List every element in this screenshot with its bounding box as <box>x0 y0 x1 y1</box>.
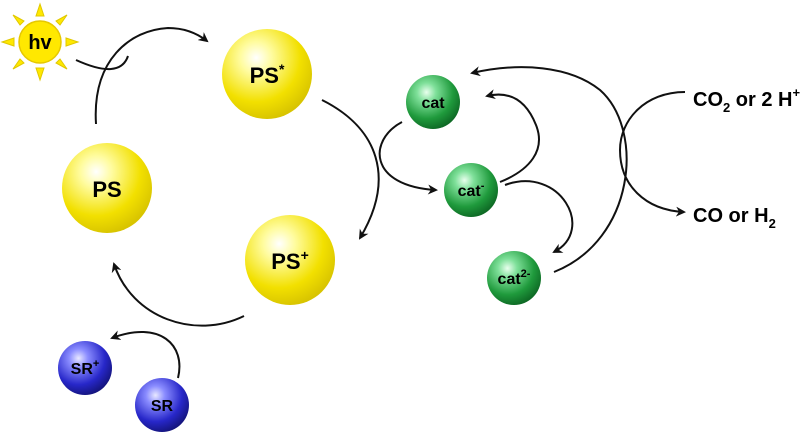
cat-label: cat <box>421 95 445 112</box>
arrow-cat-2minus-to-cat <box>470 66 628 273</box>
ps-excited-sphere: PS* <box>222 29 312 119</box>
cat-2minus-label: cat2- <box>498 268 531 288</box>
ps-sphere: PS <box>62 143 152 233</box>
sr-sphere: SR <box>135 378 189 432</box>
arrow-cat-minus-to-cat-2minus <box>504 180 574 253</box>
sun-icon: hv <box>0 2 80 82</box>
arrow-ps-plus-to-ps <box>111 262 245 327</box>
arrow-sr-to-sr-plus <box>110 330 181 379</box>
arrow-sun-to-ps-excited <box>75 55 129 71</box>
arrow-cat-to-cat-minus <box>378 121 438 195</box>
cat-2minus-sphere: cat2- <box>487 251 541 305</box>
sr-label: SR <box>151 398 174 415</box>
ps-excited-label: PS* <box>250 61 285 88</box>
cat-sphere: cat <box>406 75 460 129</box>
ps-plus-sphere: PS+ <box>245 215 335 305</box>
reactant-label: CO2 or 2 H+ <box>693 85 800 115</box>
sr-plus-sphere: SR+ <box>58 341 112 395</box>
arrow-ps-to-ps-excited <box>94 26 209 125</box>
product-label: CO or H2 <box>693 205 776 231</box>
arrow-cat-minus-to-cat <box>485 89 540 183</box>
cat-minus-sphere: cat- <box>444 163 498 217</box>
ps-label: PS <box>92 177 121 202</box>
cat-minus-label: cat- <box>458 180 485 200</box>
arrow-ps-excited-to-ps-plus <box>321 99 380 240</box>
arrow-substrate-conversion <box>618 91 686 217</box>
sr-plus-label: SR+ <box>71 358 100 378</box>
ps-plus-label: PS+ <box>271 247 309 274</box>
sun-label: hv <box>28 32 52 54</box>
